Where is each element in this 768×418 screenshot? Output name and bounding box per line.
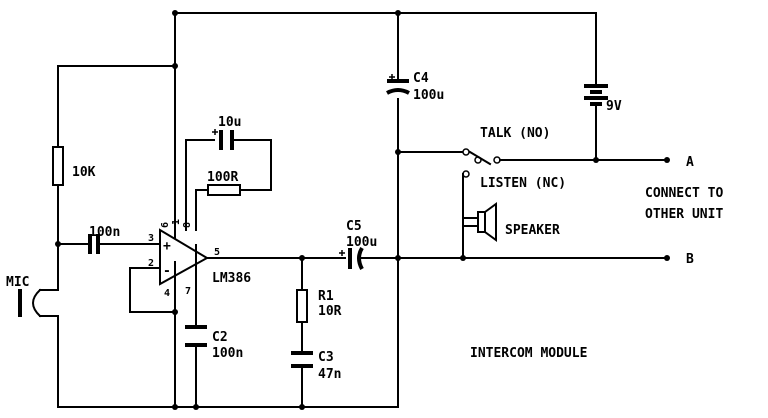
- c4-capacitor: [386, 12, 410, 95]
- speaker-icon: [462, 202, 497, 242]
- lm386-amplifier: [159, 228, 210, 291]
- connect-line2: OTHER UNIT: [645, 207, 723, 222]
- battery-9v: [584, 84, 608, 106]
- terminal-b-label: B: [686, 252, 694, 267]
- terminal-a-label: A: [686, 155, 694, 170]
- mic-icon: [18, 288, 59, 318]
- talk-listen-switch: [397, 148, 670, 259]
- c5-name-label: C5: [346, 219, 362, 234]
- c-gain-label: 10u: [218, 115, 241, 130]
- pin3-label: 3: [148, 233, 154, 244]
- c-in-label: 100n: [89, 225, 120, 240]
- battery-label: 9V: [606, 99, 622, 114]
- diagram-title: INTERCOM MODULE: [470, 346, 587, 361]
- c2-value-label: 100n: [212, 346, 243, 361]
- ic-label: LM386: [212, 271, 251, 286]
- pin4-label: 4: [164, 288, 170, 299]
- c2-name-label: C2: [212, 330, 228, 345]
- pin5-label: 5: [214, 247, 220, 258]
- r-gain-label: 100R: [207, 170, 238, 185]
- junction-dots: [55, 10, 599, 410]
- c3-name-label: C3: [318, 350, 334, 365]
- speaker-label: SPEAKER: [505, 223, 560, 238]
- r1-value-label: 10R: [318, 304, 342, 319]
- c3-value-label: 47n: [318, 367, 341, 382]
- r-bias-resistor: [52, 146, 64, 186]
- pin2-label: 2: [148, 258, 154, 269]
- input-capacitor: [57, 234, 161, 254]
- pin2-loop: [129, 267, 176, 313]
- r1-c3-network: [291, 257, 313, 368]
- switch-talk-label: TALK (NO): [480, 126, 550, 141]
- pin6-label: 6: [160, 222, 171, 228]
- connect-line1: CONNECT TO: [645, 186, 723, 201]
- opamp-minus: -: [163, 264, 171, 279]
- gain-network: [185, 129, 272, 231]
- opamp-plus: +: [163, 239, 171, 254]
- mic-label: MIC: [6, 275, 29, 290]
- pin1-label: 1: [171, 219, 182, 225]
- r-bias-label: 10K: [72, 165, 96, 180]
- c5-value-label: 100u: [346, 235, 377, 250]
- pin7-label: 7: [185, 286, 191, 297]
- c4-value-label: 100u: [413, 88, 444, 103]
- output-line: [206, 246, 670, 270]
- r1-name-label: R1: [318, 289, 334, 304]
- switch-listen-label: LISTEN (NC): [480, 176, 566, 191]
- c4-name-label: C4: [413, 71, 429, 86]
- pin8-label: 8: [182, 222, 193, 228]
- c2-capacitor: [185, 325, 207, 347]
- supply-rail: [57, 12, 597, 291]
